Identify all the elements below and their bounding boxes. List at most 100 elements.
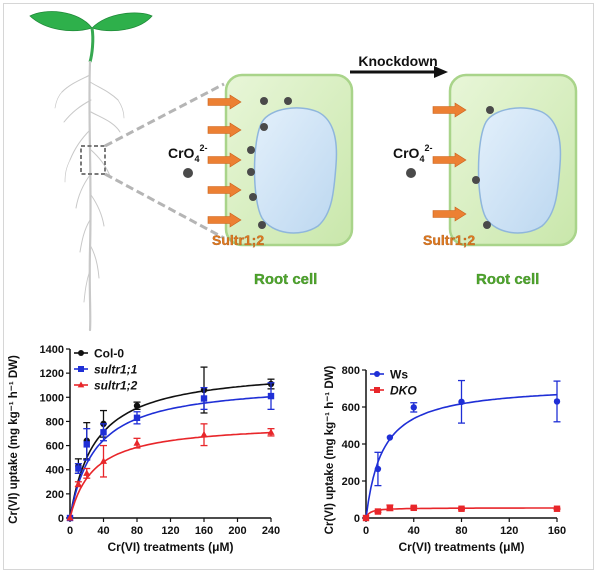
- data-point: [410, 504, 417, 512]
- zoom-line-top: [104, 82, 225, 148]
- seedling-illustration: [29, 11, 225, 332]
- legend-marker: [78, 366, 84, 372]
- legend-label: sultr1;1: [94, 363, 138, 377]
- root-system: [54, 60, 125, 332]
- y-axis-label: Cr(VI) uptake (mg kg⁻¹ h⁻¹ DW): [324, 366, 336, 535]
- y-tick-label: 800: [342, 365, 360, 377]
- seedling-right-leaf: [91, 12, 153, 32]
- chromate-particles: [472, 106, 494, 229]
- legend-label: Ws: [390, 368, 408, 382]
- x-tick-label: 80: [455, 525, 467, 537]
- nucleus: [477, 107, 562, 234]
- svg-text:CrO42-: CrO42-: [393, 143, 432, 164]
- sultr-transporter-arrows: [432, 102, 467, 222]
- data-point: [100, 429, 107, 436]
- x-tick-label: 120: [500, 525, 518, 537]
- transporter-label: Sultr1;2: [423, 232, 475, 248]
- fit-curve: [69, 383, 272, 519]
- magnify-box: [80, 145, 106, 175]
- x-tick-label: 0: [363, 525, 369, 537]
- legend-label: sultr1;2: [94, 379, 138, 393]
- x-tick-label: 200: [228, 525, 246, 537]
- data-point: [374, 508, 382, 515]
- data-point: [458, 505, 465, 512]
- y-tick-label: 800: [46, 416, 64, 428]
- transporter-arrow: [207, 152, 242, 168]
- data-point: [133, 414, 141, 422]
- data-point: [553, 398, 561, 405]
- y-axis-label: Cr(VI) uptake (mg kg⁻¹ h⁻¹ DW): [8, 355, 20, 524]
- x-tick-label: 240: [262, 525, 280, 537]
- legend: Col-0 sultr1;1 sultr1;2: [74, 347, 138, 393]
- legend-marker: [374, 371, 380, 377]
- data-point: [386, 434, 394, 441]
- data-point: [553, 505, 561, 512]
- cell-label: Root cell: [476, 271, 539, 288]
- data-point: [133, 439, 141, 446]
- x-axis-label: Cr(VI) treatments (μM): [398, 540, 524, 554]
- transporter-arrow: [207, 212, 242, 228]
- knockdown-arrow: Knockdown: [350, 53, 448, 78]
- transporter-arrow: [432, 152, 467, 168]
- transporter-arrow: [207, 182, 242, 198]
- root-cell-knockdown: Sultr1;2 Root cell: [423, 73, 578, 288]
- fit-curve: [69, 395, 272, 519]
- data-point: [267, 428, 275, 435]
- data-point: [362, 514, 370, 522]
- seedling-hypocotyl: [88, 27, 95, 63]
- legend-marker: [77, 381, 85, 388]
- legend-marker: [78, 350, 84, 356]
- x-tick-label: 120: [161, 525, 179, 537]
- cell-label: Root cell: [254, 271, 317, 288]
- data-point: [374, 465, 382, 473]
- data-point: [66, 514, 74, 521]
- y-tick-label: 600: [342, 402, 360, 414]
- y-tick-label: 0: [354, 513, 360, 525]
- y-tick-label: 0: [58, 513, 64, 525]
- sultr-transporter-arrows: [207, 94, 242, 228]
- transporter-arrow: [432, 102, 467, 118]
- x-tick-label: 160: [195, 525, 213, 537]
- data-point: [386, 504, 394, 512]
- data-point: [200, 430, 208, 438]
- y-tick-label: 400: [342, 439, 360, 451]
- series-sultr1;2: [66, 423, 275, 521]
- legend-label: Col-0: [94, 347, 124, 361]
- chromate-particles: [247, 97, 292, 229]
- transporter-label: Sultr1;2: [212, 232, 264, 248]
- transporter-arrow: [207, 122, 242, 138]
- y-tick-label: 1200: [40, 368, 64, 380]
- series-sultr1;1: [66, 382, 275, 522]
- y-tick-label: 200: [46, 489, 64, 501]
- x-tick-label: 80: [131, 525, 143, 537]
- chromate-ion-label: CrO42-: [168, 143, 207, 178]
- data-point: [74, 480, 82, 487]
- y-tick-label: 1400: [40, 344, 64, 356]
- chromate-ion-label: CrO42-: [393, 143, 432, 178]
- transporter-arrow: [432, 206, 467, 222]
- series-DKO: [362, 504, 561, 522]
- chart-uptake-col0: 0 200 400 600 800 1000 1200 1400 0 40 80 120 160 200 2…: [8, 344, 280, 554]
- seedling-left-leaf: [29, 11, 93, 32]
- data-point: [75, 465, 82, 472]
- data-point: [83, 469, 91, 476]
- x-tick-label: 0: [67, 525, 73, 537]
- data-point: [83, 441, 90, 448]
- y-tick-label: 600: [46, 441, 64, 453]
- data-point: [200, 395, 208, 402]
- data-point: [267, 392, 275, 400]
- x-tick-label: 40: [97, 525, 109, 537]
- root-cell-wildtype: Sultr1;2 Root cell: [207, 73, 354, 288]
- legend-marker: [374, 387, 380, 393]
- y-tick-label: 1000: [40, 392, 64, 404]
- knockdown-label: Knockdown: [358, 53, 437, 69]
- series-Ws: [362, 379, 561, 522]
- data-point: [458, 398, 465, 406]
- data-point: [410, 404, 417, 411]
- y-tick-label: 400: [46, 465, 64, 477]
- data-point: [133, 402, 141, 409]
- y-tick-label: 200: [342, 476, 360, 488]
